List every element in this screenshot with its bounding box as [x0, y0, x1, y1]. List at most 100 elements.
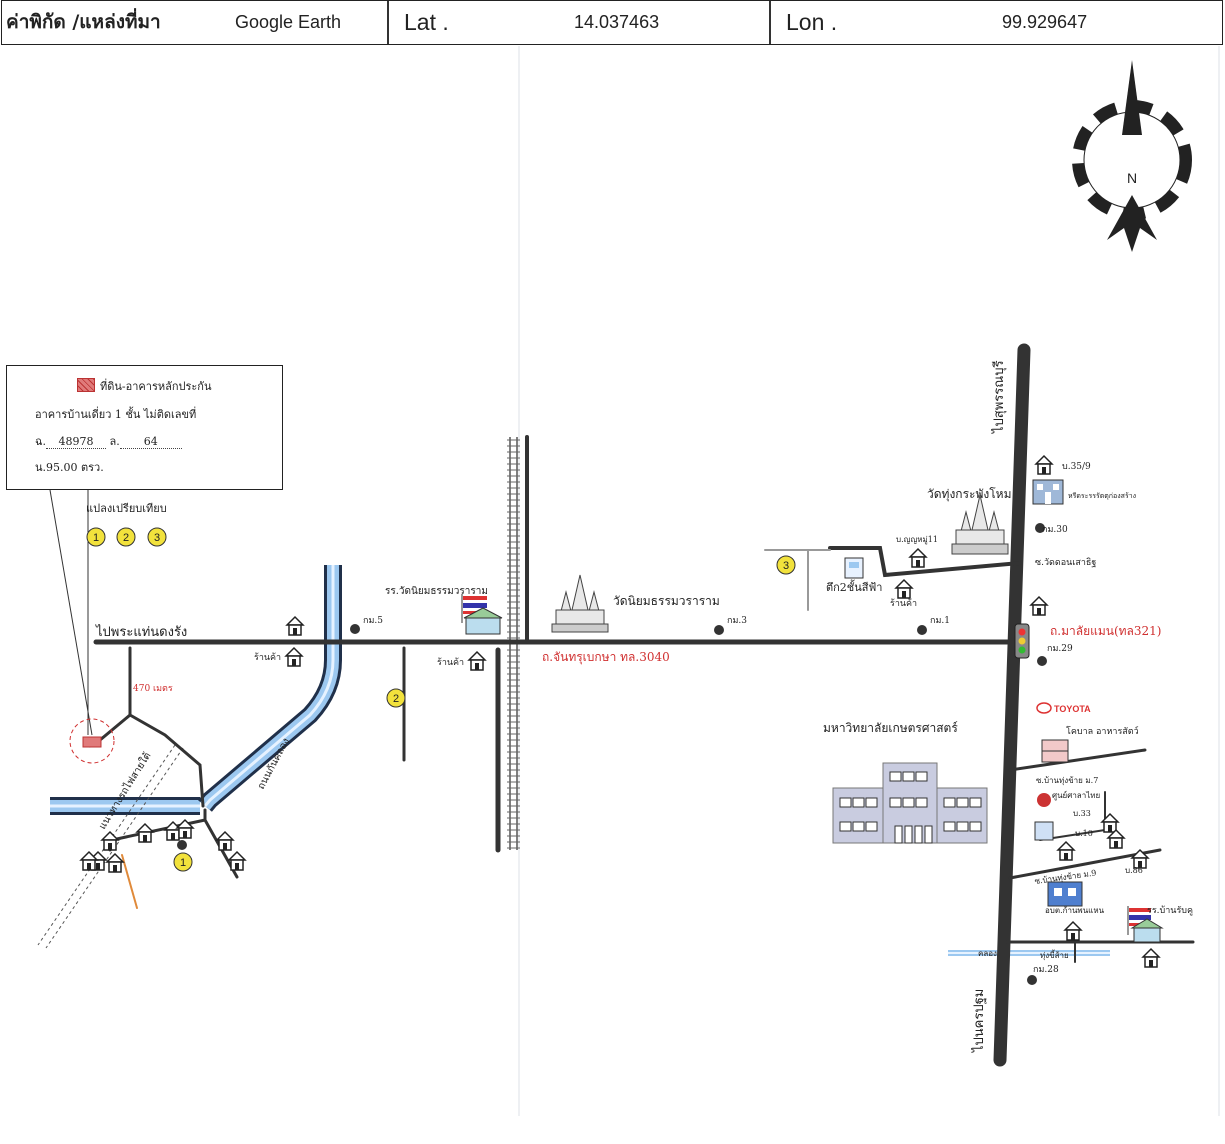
label-wat-niyom: วัดนิยมธรรมวราราม	[613, 594, 720, 608]
km-marker-dot	[714, 625, 724, 635]
comparison-marker-number: 1	[93, 532, 99, 544]
label-road-3040: ถ.จันทรุเบกษา ทล.3040	[542, 650, 670, 665]
house-icon	[215, 830, 235, 851]
temple-icon	[951, 494, 1009, 555]
comparison-marker-number: 1	[180, 857, 186, 869]
label-km29: กม.29	[1047, 644, 1073, 654]
label-canal-right: คลอง	[978, 949, 997, 958]
label-thai-shop: ศูนย์ศาลาไทย	[1052, 790, 1100, 801]
comparison-marker: 3	[147, 527, 167, 547]
house-icon	[894, 578, 914, 599]
deed-prefix: ฉ.	[35, 435, 46, 448]
label-h33: บ.33	[1073, 809, 1091, 818]
road-321	[993, 343, 1031, 1067]
comparison-marker-number: 2	[393, 693, 399, 705]
lon-value: 99.929647	[1002, 11, 1088, 32]
house-icon	[467, 650, 487, 671]
canal	[50, 565, 1110, 956]
label-km3: กม.3	[727, 616, 747, 626]
coordinate-header: ค่าพิกัด /แหล่งที่มา Google Earth Lat . …	[1, 0, 1223, 45]
compass-north-label: N	[1127, 170, 1137, 186]
house-icon	[1106, 828, 1126, 849]
label-to-suphan: ไปสุพรรณบุรี	[991, 360, 1007, 434]
lon-label: Lon .	[786, 8, 838, 35]
label-hospital: โคบาล อาหารสัตว์	[1066, 725, 1139, 737]
house-icon	[1034, 454, 1054, 475]
building-icon	[844, 557, 864, 579]
lat-label: Lat .	[404, 8, 449, 35]
house-icon	[908, 547, 928, 568]
km-marker-dot	[917, 625, 927, 635]
house-icon	[1056, 840, 1076, 861]
label-railway: แนวทางรถไฟสายใต้	[96, 750, 153, 831]
comparison-label: แปลงเปรียบเทียบ	[86, 502, 167, 515]
label-km28: กม.28	[1033, 965, 1059, 975]
building-icon	[1034, 821, 1054, 841]
legend-description: อาคารบ้านเดี่ยว 1 ชั้น ไม่ติดเลขที่	[35, 408, 197, 421]
label-to-phra-thaen: ไปพระแท่นดงรัง	[95, 624, 187, 640]
label-km5: กม.5	[363, 616, 383, 626]
land-number: 64	[119, 435, 182, 449]
comparison-marker: 3	[776, 555, 796, 575]
house-icon	[1063, 920, 1083, 941]
label-h86: บ.86	[1125, 866, 1143, 875]
label-shop-left: ร้านค้า	[254, 652, 281, 663]
km-marker-dot	[350, 624, 360, 634]
label-school-wat: รร.วัดนิยมธรรมวราราม	[385, 586, 488, 597]
temple-icon	[551, 574, 609, 633]
legend-deed-row: ฉ.48978 ล.64	[35, 432, 182, 450]
subject-property-marker	[69, 718, 115, 764]
label-wat-khok: ซ.วัดดอนเสาธิฐ	[1035, 557, 1096, 568]
label-two-storey: ตึก2ชั้นสีฟ้า	[826, 579, 882, 594]
university-building-icon	[832, 762, 988, 844]
label-market: อบต.ก้านพนแหน	[1045, 906, 1105, 915]
label-shop-mid: ร้านค้า	[437, 657, 464, 668]
legend-title: ที่ดิน-อาคารหลักประกัน	[100, 380, 212, 393]
label-distance: 470 เมตร	[133, 684, 173, 694]
page-fold-line	[518, 46, 520, 1116]
comparison-marker: 1	[86, 527, 106, 547]
source-value: Google Earth	[235, 11, 342, 32]
house-icon	[135, 822, 155, 843]
label-school-right: รร.บ้านรับคู	[1147, 905, 1193, 916]
label-soi-yai11: บ.ญญหมู่11	[896, 535, 938, 545]
label-shop-right: ร้านค้า	[890, 598, 917, 609]
legend-box: ที่ดิน-อาคารหลักประกัน อาคารบ้านเดี่ยว 1…	[6, 365, 283, 490]
roads	[88, 343, 1195, 1067]
school-flag-icon	[1127, 906, 1164, 943]
label-h10: บ.10	[1075, 829, 1093, 838]
comparison-marker: 1	[173, 852, 193, 872]
label-soi-thung7: ซ.บ้านทุ่งข้าย ม.7	[1036, 776, 1098, 785]
label-jewel-shop: หรีดระรรรัตตุก่องสร้าง	[1068, 492, 1136, 500]
header-divider	[387, 1, 389, 44]
label-km1: กม.1	[930, 616, 950, 626]
label-house-35-9: บ.35/9	[1062, 462, 1091, 472]
km-marker-dot	[177, 840, 187, 850]
road-map: N	[37, 60, 1195, 1067]
compass-rose: N	[1072, 60, 1192, 252]
building-icon	[1041, 739, 1069, 763]
label-km30: กม.30	[1042, 525, 1068, 535]
legend-title-row: ที่ดิน-อาคารหลักประกัน	[77, 377, 212, 395]
toyota-label: TOYOTA	[1054, 704, 1091, 714]
comparison-marker: 2	[386, 688, 406, 708]
coordinate-source-label: ค่าพิกัด /แหล่งที่มา	[6, 11, 161, 33]
house-icon	[1029, 595, 1049, 616]
traffic-light-icon	[1014, 623, 1030, 659]
km-marker-dot	[1035, 523, 1045, 533]
house-icon	[175, 818, 195, 839]
building-icon	[1032, 479, 1064, 505]
house-icon	[1100, 812, 1120, 833]
page-fold-line	[1218, 46, 1220, 1116]
km-marker-dot	[1027, 975, 1037, 985]
comparison-marker-number: 3	[783, 560, 789, 572]
building-icon	[1047, 881, 1083, 907]
label-thung-sala: ทุ่งขี้ส้าย	[1040, 949, 1069, 960]
house-icon	[100, 830, 120, 851]
label-road-321: ถ.มาลัยแมน(ทล321)	[1050, 624, 1162, 638]
km-marker-dot	[1037, 656, 1047, 666]
comparison-marker: 2	[116, 527, 136, 547]
house-icon	[284, 646, 304, 667]
land-prefix: ล.	[109, 435, 120, 448]
